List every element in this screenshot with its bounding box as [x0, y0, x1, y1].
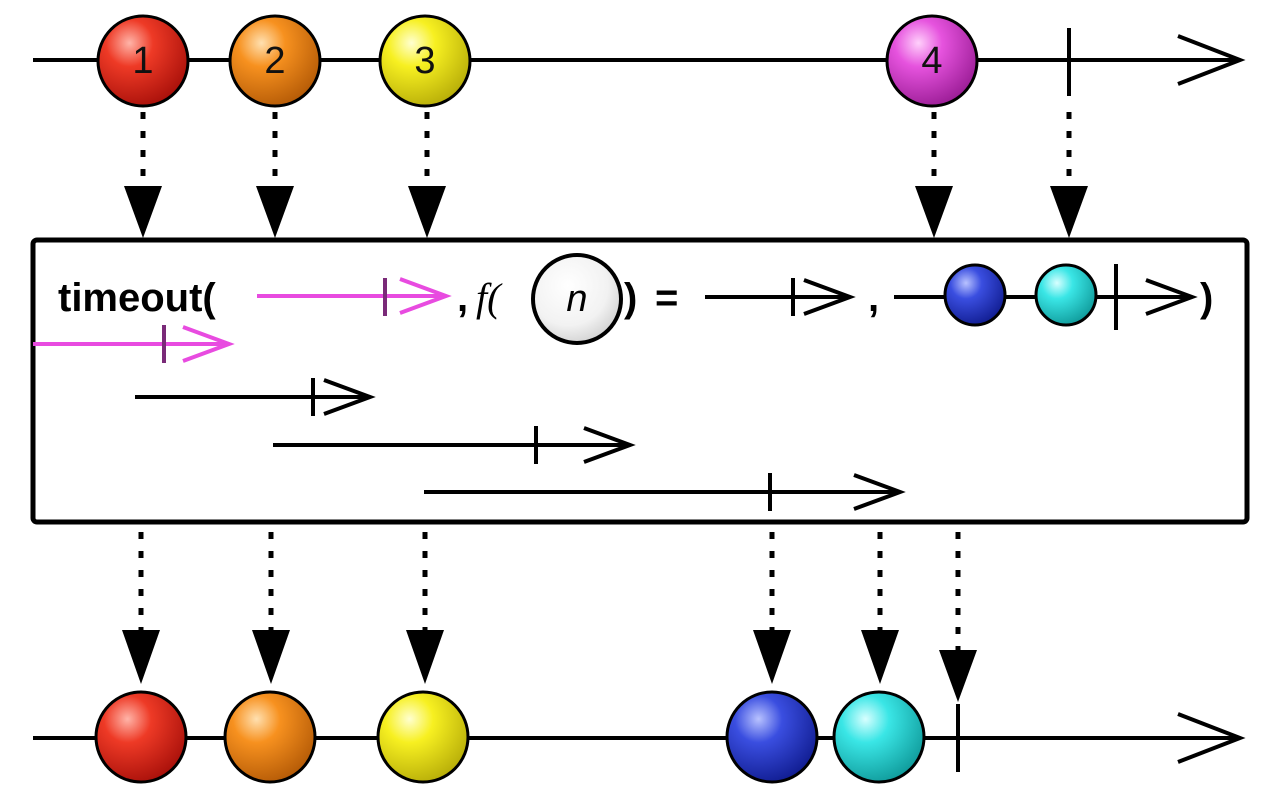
result-timeline-arrowhead — [1177, 712, 1246, 764]
close-paren: ) — [1200, 276, 1213, 320]
source-marble-label: 4 — [921, 40, 942, 82]
operator-box — [30, 237, 1250, 525]
source-marble-2: 2 — [228, 14, 322, 108]
fallback-marble-cyan — [1034, 263, 1098, 327]
comma-2: , — [868, 276, 879, 320]
function-param-label: n — [566, 278, 587, 320]
input-arrowheads — [124, 186, 1088, 238]
timer-after-item-1 — [135, 378, 376, 416]
first-timeout-timeline — [257, 277, 452, 316]
timer-after-item-3 — [424, 473, 906, 511]
comma-1: , — [457, 276, 468, 320]
output-arrowheads — [122, 630, 977, 702]
fallback-marble-blue — [943, 263, 1007, 327]
function-param-marble: n — [531, 253, 623, 345]
source-timeline-arrowhead — [1177, 34, 1246, 86]
source-marble-label: 3 — [414, 40, 435, 82]
result-marble-3 — [376, 690, 470, 784]
equals-sign: = — [655, 276, 678, 320]
function-close-paren: ) — [624, 276, 637, 320]
result-marble-1 — [94, 690, 188, 784]
output-arrows — [138, 532, 961, 650]
source-timeline: 1 2 3 4 — [33, 14, 1246, 108]
source-marble-3: 3 — [378, 14, 472, 108]
operator-name: timeout( — [58, 276, 216, 320]
first-item-timer — [33, 325, 235, 363]
input-arrows — [140, 112, 1072, 186]
source-marble-label: 2 — [264, 40, 285, 82]
result-timeline — [33, 690, 1246, 784]
fallback-timeline — [894, 263, 1198, 330]
result-marble-2 — [223, 690, 317, 784]
item-timeout-timeline — [705, 278, 856, 316]
source-marble-label: 1 — [132, 40, 153, 82]
function-label: f( — [476, 275, 503, 320]
result-marble-5 — [832, 690, 926, 784]
source-marble-4: 4 — [885, 14, 979, 108]
result-marble-4 — [725, 690, 819, 784]
timer-after-item-2 — [273, 426, 636, 464]
source-marble-1: 1 — [96, 14, 190, 108]
